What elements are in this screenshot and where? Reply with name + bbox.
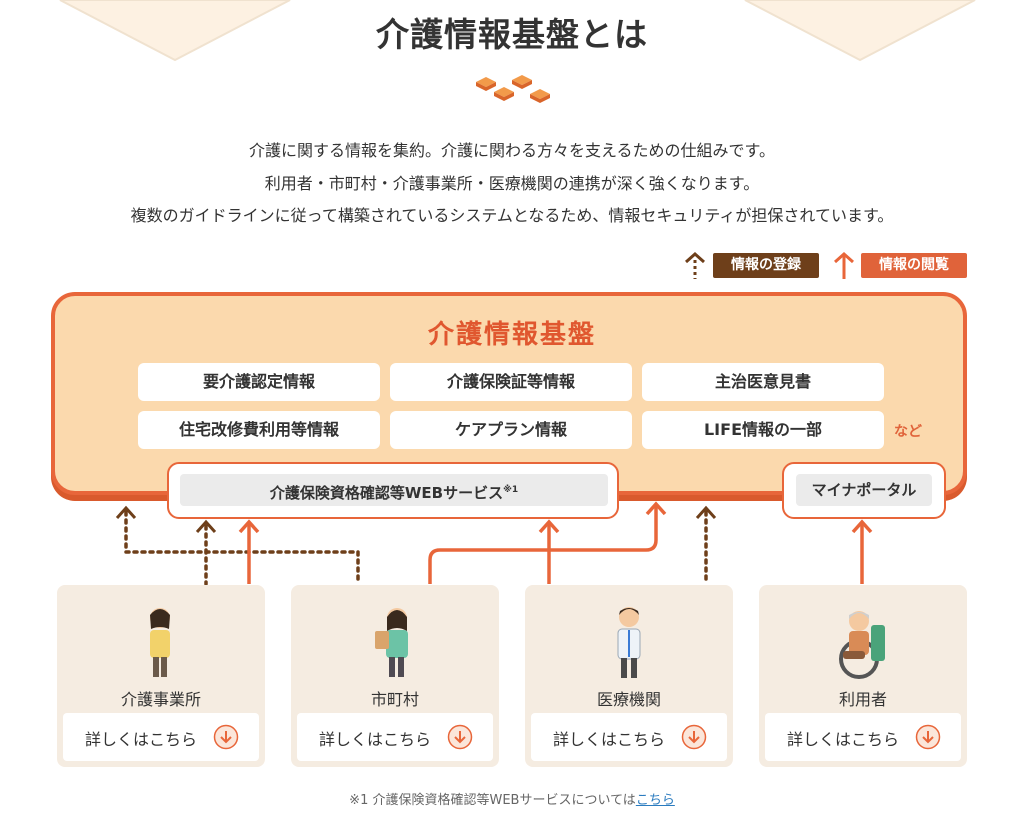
details-button[interactable]: 詳しくはこちら bbox=[531, 713, 727, 761]
arrow-down-circle-icon bbox=[681, 724, 707, 750]
info-item: 介護保険証等情報 bbox=[390, 363, 632, 401]
etc-label: など bbox=[894, 424, 922, 440]
footnote-text: ※1 介護保険資格確認等WEBサービスについては bbox=[349, 793, 636, 808]
details-button-label: 詳しくはこちら bbox=[787, 730, 900, 749]
background-decoration bbox=[59, 0, 976, 62]
intro-line-3: 複数のガイドラインに従って構築されているシステムとなるため、情報セキュリティが担… bbox=[130, 206, 894, 225]
intro-line-1: 介護に関する情報を集約。介護に関わる方々を支えるための仕組みです。 bbox=[249, 141, 775, 160]
info-item: ケアプラン情報 bbox=[390, 411, 632, 449]
card-care-provider: 介護事業所 詳しくはこちら bbox=[57, 585, 265, 767]
municipal-staff-icon bbox=[375, 608, 408, 677]
card-label: 利用者 bbox=[838, 690, 887, 709]
view-arrow-icon bbox=[834, 251, 854, 279]
details-button[interactable]: 詳しくはこちら bbox=[765, 713, 961, 761]
legend-registration: 情報の登録 bbox=[713, 253, 819, 278]
card-municipality: 市町村 詳しくはこちら bbox=[291, 585, 499, 767]
footnote: ※1 介護保険資格確認等WEBサービスについてはこちら bbox=[0, 789, 1024, 808]
stacked-blocks-icon bbox=[476, 75, 550, 103]
info-item: 主治医意見書 bbox=[642, 363, 884, 401]
footnote-link[interactable]: こちら bbox=[635, 793, 675, 808]
details-button-label: 詳しくはこちら bbox=[85, 730, 198, 749]
legend-viewing: 情報の閲覧 bbox=[861, 253, 967, 278]
info-item: LIFE情報の一部 bbox=[642, 411, 884, 449]
info-item: 要介護認定情報 bbox=[138, 363, 380, 401]
arrow-down-circle-icon bbox=[213, 724, 239, 750]
caregiver-icon bbox=[150, 608, 170, 677]
platform-title: 介護情報基盤 bbox=[427, 320, 596, 350]
arrow-down-circle-icon bbox=[447, 724, 473, 750]
details-button[interactable]: 詳しくはこちら bbox=[297, 713, 493, 761]
register-arrow-icon bbox=[685, 251, 705, 279]
doctor-icon bbox=[617, 607, 641, 678]
arrow-down-circle-icon bbox=[915, 724, 941, 750]
page-title: 介護情報基盤とは bbox=[376, 15, 648, 54]
card-label: 介護事業所 bbox=[120, 690, 201, 709]
card-user: 利用者 詳しくはこちら bbox=[759, 585, 967, 767]
web-service-note-mark: ※1 bbox=[503, 485, 519, 495]
wheelchair-user-icon bbox=[839, 611, 885, 679]
web-service-label: 介護保険資格確認等WEBサービス※1 bbox=[180, 474, 608, 506]
card-medical-institution: 医療機関 詳しくはこちら bbox=[525, 585, 733, 767]
card-label: 市町村 bbox=[370, 690, 419, 709]
details-button-label: 詳しくはこちら bbox=[319, 730, 432, 749]
details-button-label: 詳しくはこちら bbox=[553, 730, 666, 749]
details-button[interactable]: 詳しくはこちら bbox=[63, 713, 259, 761]
mynaportal-label: マイナポータル bbox=[796, 474, 932, 506]
card-label: 医療機関 bbox=[596, 690, 661, 709]
info-item: 住宅改修費利用等情報 bbox=[138, 411, 380, 449]
web-service-name: 介護保険資格確認等WEBサービス bbox=[269, 484, 504, 502]
connector-arrows bbox=[115, 501, 873, 586]
intro-line-2: 利用者・市町村・介護事業所・医療機関の連携が深く強くなります。 bbox=[264, 174, 760, 193]
